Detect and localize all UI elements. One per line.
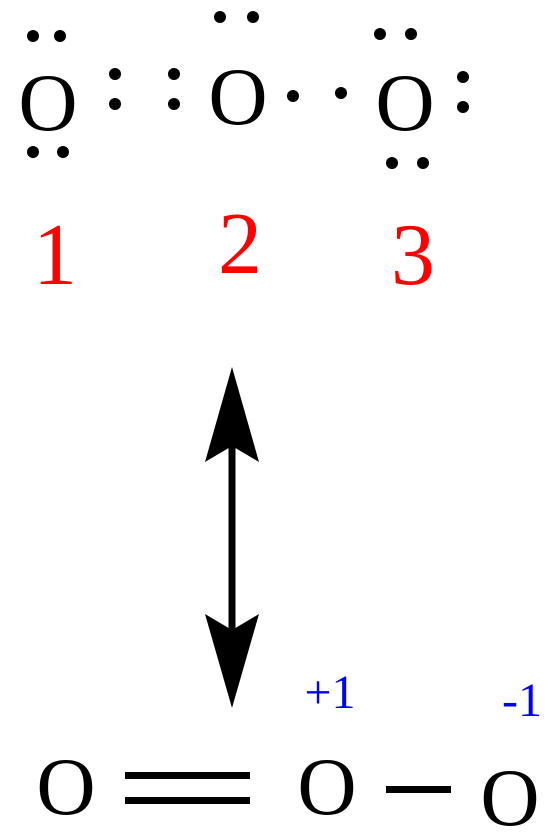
formal-charge-atom-2: +1 bbox=[304, 666, 355, 719]
bond-atom-2: O bbox=[297, 741, 356, 832]
electron-dots bbox=[27, 11, 469, 169]
electron-dot bbox=[57, 146, 69, 158]
electron-dot bbox=[27, 30, 39, 42]
electron-dot bbox=[374, 28, 386, 40]
atom-index-label-3: 3 bbox=[391, 207, 435, 304]
electron-dot bbox=[405, 28, 417, 40]
bond-atom-3: O bbox=[480, 752, 539, 837]
lewis-atom-1: O bbox=[18, 57, 77, 148]
bond-line-structure: O O O +1 -1 bbox=[36, 666, 542, 837]
electron-dot bbox=[457, 101, 469, 113]
arrowhead-up bbox=[205, 367, 259, 462]
electron-dot bbox=[54, 30, 66, 42]
electron-dot bbox=[109, 98, 121, 110]
lewis-atom-3: O bbox=[375, 57, 434, 148]
electron-dot bbox=[417, 157, 429, 169]
arrowhead-down bbox=[205, 614, 259, 708]
electron-dot bbox=[214, 11, 226, 23]
lewis-structure: O O O 1 bbox=[18, 11, 469, 304]
electron-dot bbox=[287, 90, 299, 102]
resonance-arrow bbox=[205, 367, 259, 708]
double-bond-line-lower bbox=[125, 797, 250, 804]
atom-index-label-1: 1 bbox=[33, 207, 77, 304]
electron-dot bbox=[168, 98, 180, 110]
electron-dot bbox=[457, 71, 469, 83]
double-bond-line-upper bbox=[125, 772, 250, 779]
electron-dot bbox=[247, 11, 259, 23]
electron-dot bbox=[335, 87, 347, 99]
single-bond-line bbox=[386, 786, 451, 793]
electron-dot bbox=[386, 157, 398, 169]
lewis-atom-2: O bbox=[208, 51, 267, 142]
bond-atom-1: O bbox=[36, 741, 95, 832]
electron-dot bbox=[27, 146, 39, 158]
electron-dot bbox=[109, 68, 121, 80]
formal-charge-atom-3: -1 bbox=[502, 674, 542, 727]
electron-dot bbox=[168, 68, 180, 80]
atom-index-label-2: 2 bbox=[218, 196, 262, 293]
